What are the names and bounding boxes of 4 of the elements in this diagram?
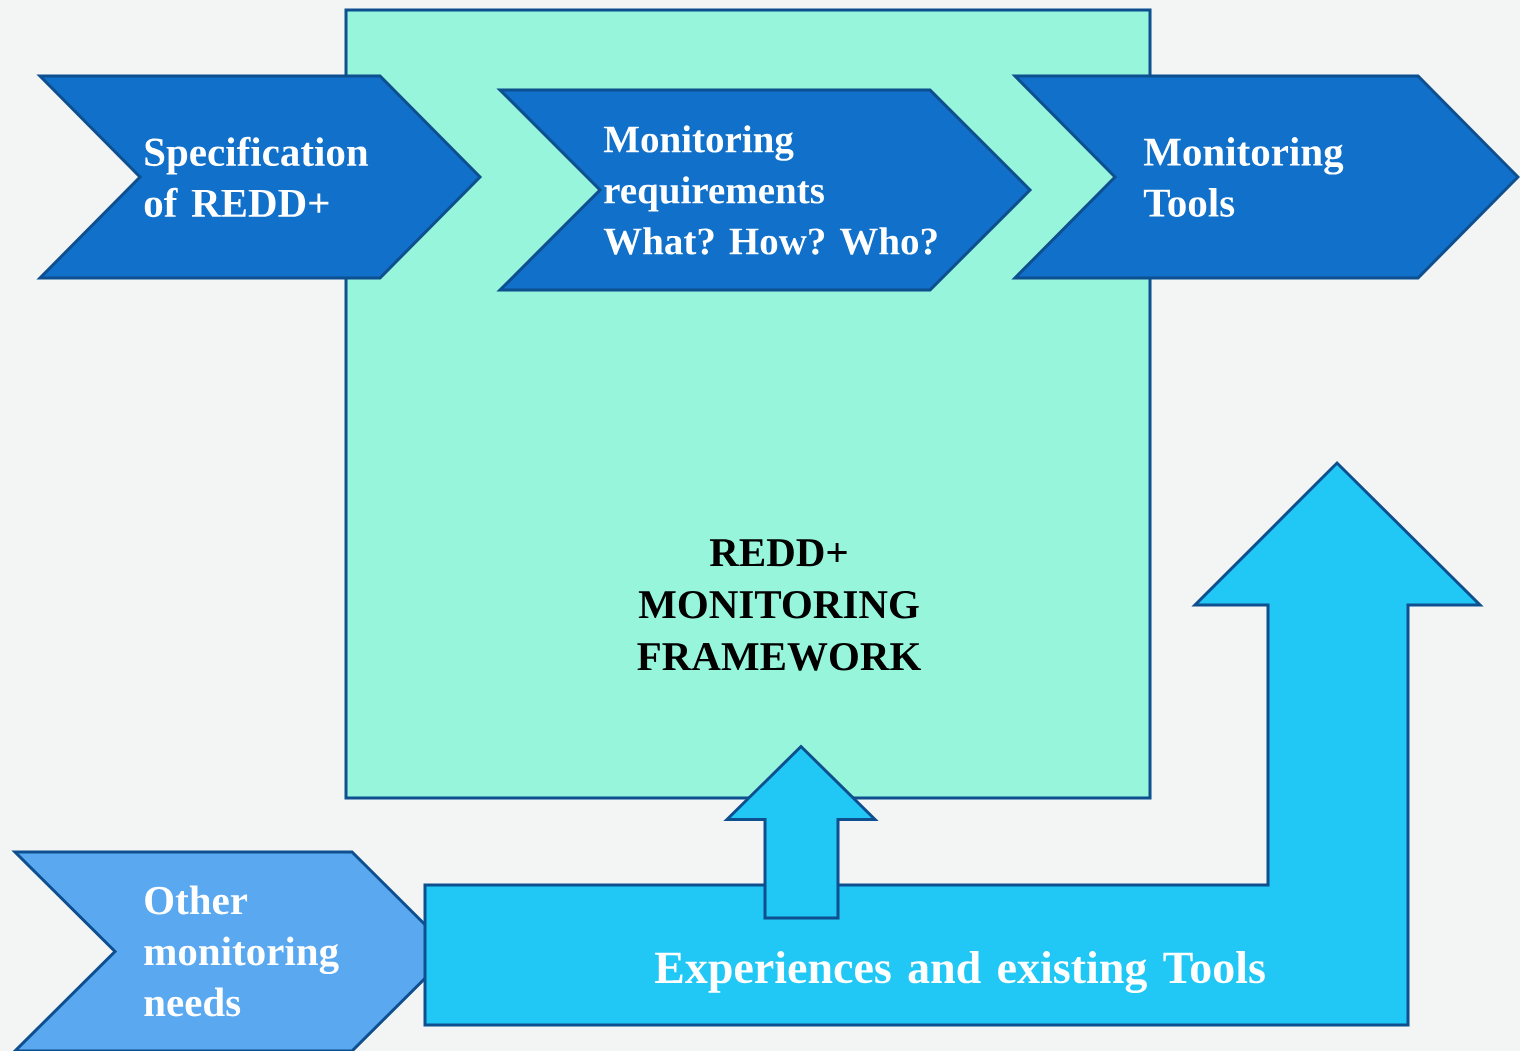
chevron-banner: Monitoring requirements What? How? Who?: [496, 88, 1033, 292]
chevron-banner: Other monitoring needs: [11, 850, 455, 1051]
chevron-banner: Monitoring Tools: [1011, 74, 1520, 280]
chevron-banner: Specification of REDD+: [36, 74, 483, 280]
